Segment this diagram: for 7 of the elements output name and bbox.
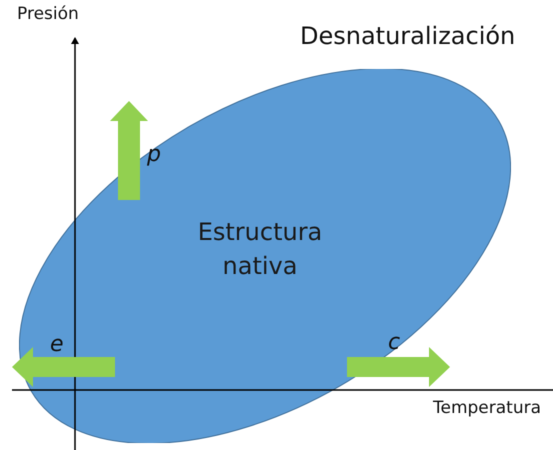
arrow-label: e [50, 332, 64, 357]
region-label: Estructura nativa [196, 217, 324, 282]
region-title: Desnaturalización [300, 22, 516, 50]
axis-title: Temperatura [433, 398, 542, 418]
axis-title: Presión [17, 4, 79, 24]
arrow-label: p [147, 142, 161, 167]
arrow-label: c [388, 330, 400, 355]
